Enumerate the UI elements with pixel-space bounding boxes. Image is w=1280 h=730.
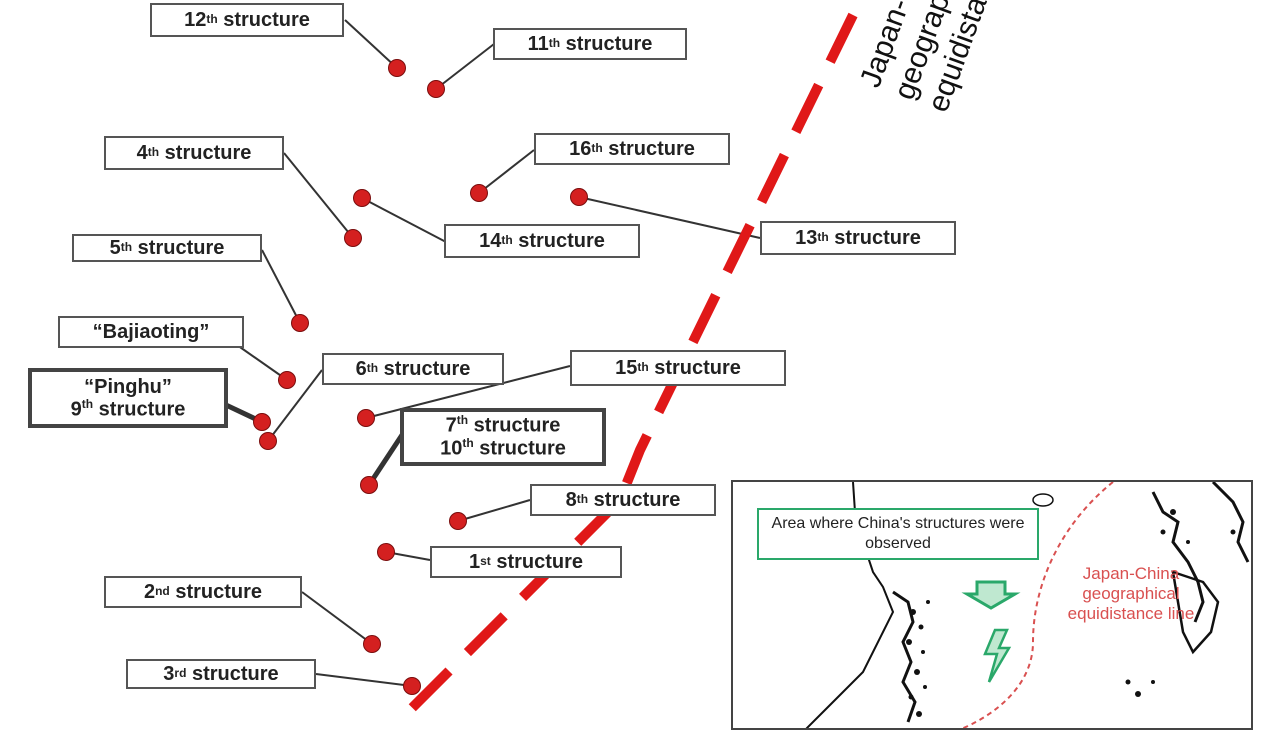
structure-7-10-marker[interactable] [360,476,378,494]
structures-area-icon [983,628,1012,683]
structure-6-marker[interactable] [259,432,277,450]
structure-5-marker[interactable] [291,314,309,332]
structure-13-marker[interactable] [570,188,588,206]
inset-area-label: Area where China's structures were obser… [757,508,1039,560]
structure-1-marker[interactable] [377,543,395,561]
down-arrow-icon [961,580,1021,610]
structure-12-marker[interactable] [388,59,406,77]
structure-11-marker[interactable] [427,80,445,98]
structure-8-marker[interactable] [449,512,467,530]
bajiaoting-marker[interactable] [278,371,296,389]
structure-2-marker[interactable] [363,635,381,653]
structure-16-marker[interactable] [470,184,488,202]
inset-coastlines [805,482,1250,728]
bajiaoting-label: “Bajiaoting” [58,316,244,348]
structure-14-marker[interactable] [353,189,371,207]
pinghu-label: “Pinghu” 9th structure [28,368,228,428]
pinghu-marker[interactable] [253,413,271,431]
structure-3-marker[interactable] [403,677,421,695]
inset-map: Area where China's structures were obser… [731,480,1253,730]
structure-15-marker[interactable] [357,409,375,427]
equidistance-line [396,12,858,720]
structure-4-marker[interactable] [344,229,362,247]
structure-7-10-label: 7th structure 10th structure [400,408,606,466]
inset-equidistance-label: Japan-China geographical equidistance li… [1067,564,1195,623]
